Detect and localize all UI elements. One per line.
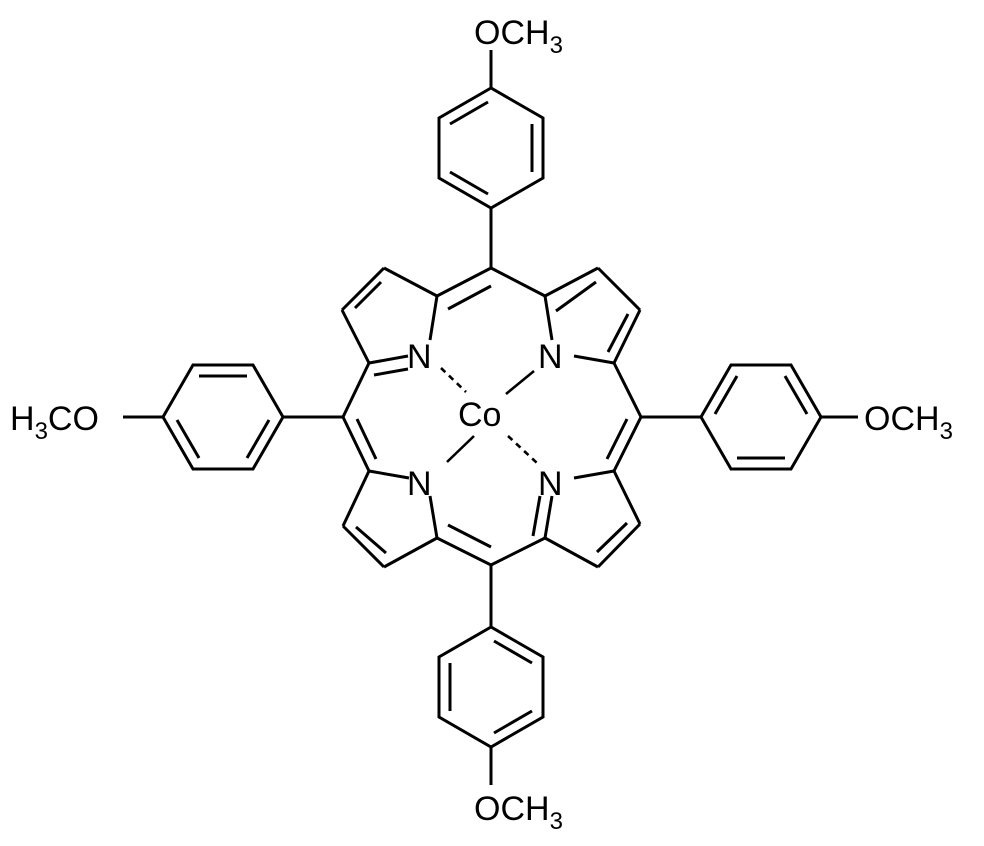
methoxy-label-left: H3CO bbox=[10, 400, 99, 445]
methoxy-label-top: OCH3 bbox=[474, 14, 563, 59]
pyrrole-top-right bbox=[543, 266, 642, 365]
pyrrole-top-left bbox=[340, 266, 439, 377]
nitrogen-bottom-right: N bbox=[538, 465, 563, 503]
meso-bridge-top bbox=[436, 266, 546, 311]
co-n-top-left-dashed bbox=[440, 367, 467, 393]
meso-bridge-left bbox=[341, 362, 378, 472]
coordination-bonds bbox=[440, 367, 538, 464]
pyrrole-bottom-right bbox=[531, 469, 642, 569]
pyrrole-bottom-left bbox=[341, 469, 439, 569]
aryl-top: OCH3 bbox=[437, 14, 563, 268]
aryl-right: OCH3 bbox=[641, 363, 953, 471]
methoxy-label-bottom: OCH3 bbox=[474, 790, 563, 835]
nitrogen-top-right: N bbox=[538, 338, 563, 376]
meso-bridge-bottom bbox=[436, 523, 546, 567]
co-n-bottom-right-dashed bbox=[507, 435, 538, 464]
nitrogen-bottom-left: N bbox=[407, 465, 432, 503]
cobalt-atom: Co bbox=[458, 396, 501, 434]
aryl-bottom: OCH3 bbox=[437, 565, 563, 835]
porphyrin-core: N N N N Co bbox=[340, 266, 643, 569]
co-n-top-right-solid bbox=[505, 369, 535, 396]
nitrogen-top-left: N bbox=[407, 338, 432, 376]
aryl-left: H3CO bbox=[10, 363, 343, 471]
methoxy-label-right: OCH3 bbox=[864, 400, 953, 445]
meso-bridge-right bbox=[605, 362, 643, 472]
co-n-bottom-left-solid bbox=[446, 435, 475, 463]
